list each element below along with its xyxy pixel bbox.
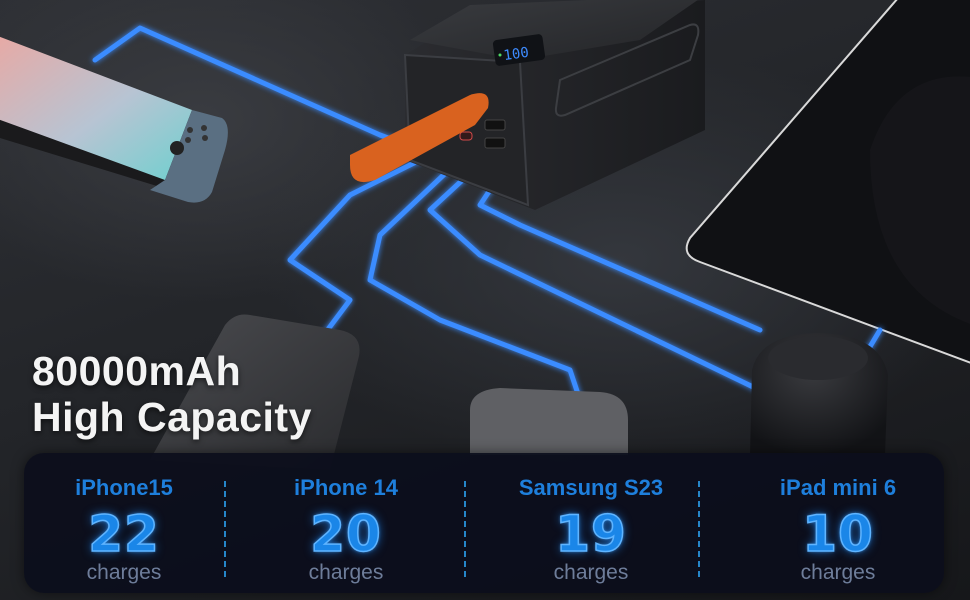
headline-subtitle: High Capacity [32, 394, 312, 440]
stat-device-name: iPad mini 6 [779, 475, 897, 500]
stat-unit-label: charges [800, 561, 876, 584]
speaker-illustration [750, 333, 888, 455]
stat-device-name: Samsung S23 [518, 475, 664, 500]
headline-capacity: 80000mAh [32, 348, 242, 394]
stat-unit-label: charges [553, 561, 629, 584]
stat-device-name: iPhone 14 [294, 475, 398, 500]
stat-unit-label: charges [86, 561, 162, 584]
stat-charge-count: 20 [309, 505, 382, 563]
phone-illustration [150, 314, 360, 470]
stat-device-name: iPhone15 [75, 475, 173, 500]
tablet-illustration [685, 0, 970, 364]
stat-divider [464, 481, 466, 577]
stat-charge-count: 22 [87, 505, 160, 563]
charging-cables [92, 25, 883, 403]
game-console-illustration [0, 36, 228, 203]
stat-samsung-s23: Samsung S23 19 charges [466, 453, 716, 593]
power-bank-display: 100 [503, 45, 530, 64]
power-bank-illustration: 100 [350, 0, 705, 210]
charge-stats-panel: iPhone15 22 charges iPhone 14 20 charges… [24, 453, 944, 593]
stat-divider [224, 481, 226, 577]
stat-unit-label: charges [308, 561, 384, 584]
stat-divider [698, 481, 700, 577]
stat-ipad-mini-6: iPad mini 6 10 charges [718, 453, 958, 593]
stat-charge-count: 19 [554, 505, 627, 563]
headline: 80000mAh High Capacity [32, 348, 312, 440]
stat-charge-count: 10 [801, 505, 874, 563]
stat-iphone14: iPhone 14 20 charges [226, 453, 466, 593]
stat-iphone15: iPhone15 22 charges [24, 453, 224, 593]
earbuds-case-illustration [470, 388, 628, 455]
